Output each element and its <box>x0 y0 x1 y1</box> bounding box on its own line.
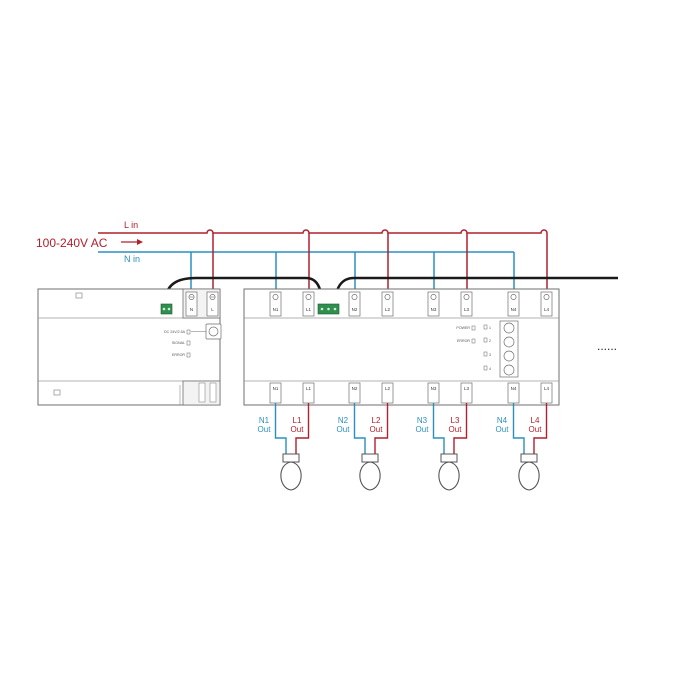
output-n3-label: N3 <box>417 416 428 425</box>
bottom-terminal-l4: L4 <box>544 386 550 391</box>
live-in-label: L in <box>124 220 138 230</box>
output-n4-label: N4 <box>497 416 508 425</box>
continuation-dots: ...... <box>597 339 617 353</box>
power-indicator-signal: SIGNAL <box>172 341 185 345</box>
relay-terminal-l3: L3 <box>460 291 473 317</box>
channel-led-3: 3 <box>489 353 491 357</box>
lamp-icon <box>438 453 460 491</box>
power-terminal-n-label: N <box>190 307 193 312</box>
power-terminal-n: N <box>185 291 198 317</box>
relay-terminal-n3-label: N3 <box>431 307 437 312</box>
power-indicator-error: ERROR <box>172 353 185 357</box>
lamp-icon <box>280 453 302 491</box>
supply-arrow-icon <box>121 239 143 245</box>
lamp-icon <box>359 453 381 491</box>
relay-terminal-l3-label: L3 <box>464 307 470 312</box>
relay-terminal-l2: L2 <box>381 291 394 317</box>
voltage-label: 100-240V AC <box>36 236 108 250</box>
relay-terminal-n4: N4 <box>507 291 520 317</box>
relay-bottom-terminals <box>269 382 553 404</box>
output-channel-2: N2 Out L2 Out <box>337 403 389 491</box>
neutral-in-label: N in <box>124 254 140 264</box>
output-channel-1: N1 Out L1 Out <box>258 403 310 491</box>
relay-terminal-l4: L4 <box>540 291 553 317</box>
output-l4-out-label: Out <box>529 425 543 434</box>
power-terminal-l: L <box>206 291 219 317</box>
output-l2-out-label: Out <box>370 425 384 434</box>
relay-terminal-n1: N1 <box>269 291 282 317</box>
live-rail <box>98 229 548 234</box>
output-n1-label: N1 <box>259 416 270 425</box>
power-bus-connector <box>160 303 173 315</box>
output-channel-4: N4 Out L4 Out <box>496 403 548 491</box>
relay-terminal-n4-label: N4 <box>511 307 517 312</box>
bottom-terminal-n1: N1 <box>273 386 279 391</box>
output-l3-label: L3 <box>451 416 460 425</box>
output-l2-label: L2 <box>372 416 381 425</box>
relay-terminal-l2-label: L2 <box>385 307 391 312</box>
output-l4-label: L4 <box>531 416 540 425</box>
output-n2-out-label: Out <box>337 425 351 434</box>
output-channel-3: N3 Out L3 Out <box>416 403 468 491</box>
power-bottom-terminals <box>198 382 217 403</box>
channel-led-1: 1 <box>489 326 491 330</box>
output-l3-out-label: Out <box>449 425 463 434</box>
neutral-drops <box>190 252 515 291</box>
lamp-icon <box>518 453 540 491</box>
output-l1-label: L1 <box>293 416 302 425</box>
bottom-terminal-l2: L2 <box>385 386 391 391</box>
relay-terminal-n3: N3 <box>427 291 440 317</box>
relay-terminal-n2-label: N2 <box>352 307 358 312</box>
relay-terminal-l1: L1 <box>302 291 315 317</box>
relay-terminal-l4-label: L4 <box>544 307 550 312</box>
output-n2-label: N2 <box>338 416 349 425</box>
output-n3-out-label: Out <box>416 425 430 434</box>
output-l1-out-label: Out <box>291 425 305 434</box>
output-n4-out-label: Out <box>496 425 510 434</box>
relay-indicators: POWER ERROR <box>456 325 476 344</box>
power-terminal-l-label: L <box>211 307 214 312</box>
output-n1-out-label: Out <box>258 425 272 434</box>
power-indicators: DC 24V/2.5A SIGNAL ERROR <box>164 323 222 358</box>
bottom-terminal-n3: N3 <box>431 386 437 391</box>
relay-channel-leds: 1 2 3 4 <box>483 324 491 371</box>
relay-terminal-l1-label: L1 <box>306 307 312 312</box>
bottom-terminal-l1: L1 <box>306 386 312 391</box>
relay-terminal-n2: N2 <box>348 291 361 317</box>
bottom-terminal-n4: N4 <box>511 386 517 391</box>
channel-led-2: 2 <box>489 339 491 343</box>
channel-led-4: 4 <box>489 367 491 371</box>
live-drops <box>212 233 548 291</box>
bottom-terminal-l3: L3 <box>464 386 470 391</box>
relay-indicator-power: POWER <box>456 326 470 330</box>
bottom-terminal-n2: N2 <box>352 386 358 391</box>
relay-terminal-n1-label: N1 <box>273 307 279 312</box>
relay-override-buttons <box>499 320 519 378</box>
relay-bottom-terminal-labels: N1 L1 N2 L2 N3 L3 N4 L4 <box>273 386 550 391</box>
power-indicator-dc: DC 24V/2.5A <box>164 330 186 334</box>
relay-bus-connector <box>317 303 340 315</box>
relay-indicator-error: ERROR <box>457 339 470 343</box>
